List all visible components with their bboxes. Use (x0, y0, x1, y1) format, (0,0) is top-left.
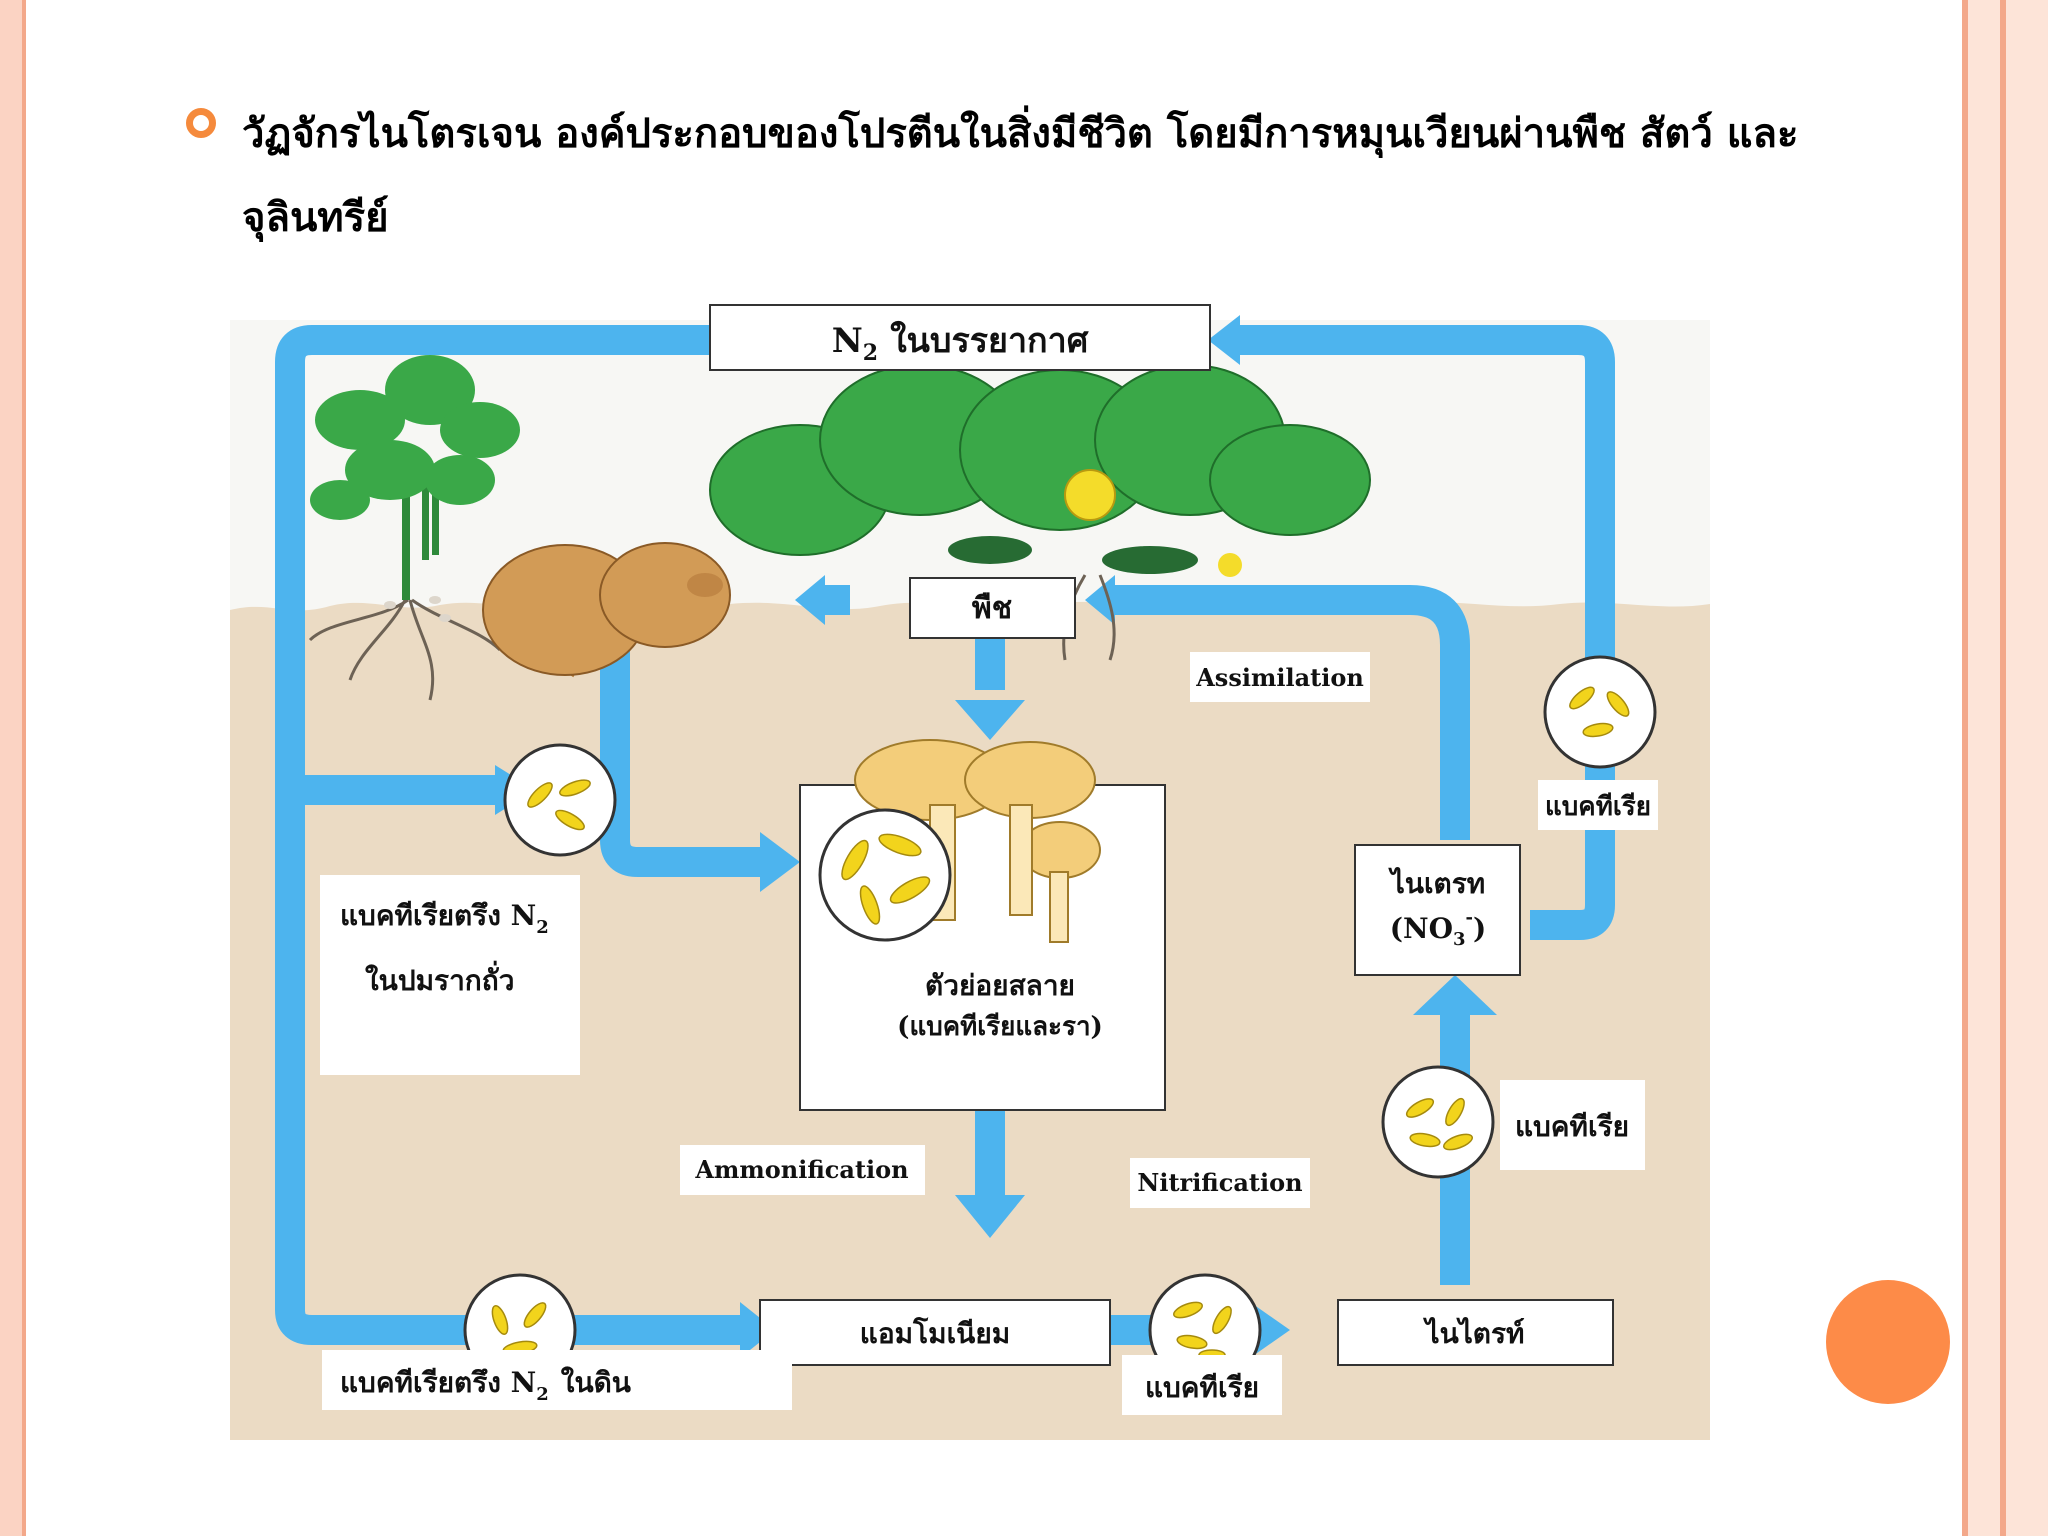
plants-box: พืช (909, 577, 1076, 639)
legume-bacteria-label: แบคทีเรียตรึง N (340, 899, 536, 932)
plants-label: พืช (972, 591, 1012, 626)
nitrification-label-bg (1130, 1158, 1310, 1208)
soil-bacteria-label-bg (322, 1350, 792, 1410)
soil-bacteria-label: แบคทีเรียตรึง N (340, 1366, 536, 1399)
arrow-head-decomposer-top (955, 700, 1025, 740)
nitrite-box: ไนไตรท์ (1337, 1299, 1614, 1366)
bacteria-top-right-bg (1538, 780, 1658, 830)
arrow-head-plants-right (1085, 575, 1115, 625)
legume-bacteria-label-2: ในปมรากถั่ว (365, 960, 514, 997)
soil-bacteria-label-2: ในดิน (561, 1366, 631, 1399)
slide-frame-right-line-2 (2000, 0, 2006, 1536)
nitrite-label: ไนไตรท์ (1423, 1317, 1525, 1350)
bullet-text: วัฏจักรไนโตรเจน องค์ประกอบของโปรตีนในสิ่… (242, 111, 1799, 241)
bacteria-circle-mid-right (1381, 1065, 1495, 1179)
bullet-icon (186, 108, 216, 138)
arrow-head-ammonium-left (740, 1302, 775, 1358)
arrow-head-ammonium (955, 1195, 1025, 1238)
decorative-orange-circle (1826, 1280, 1950, 1404)
assimilation-label: Assimilation (1195, 663, 1364, 692)
ammonification-label-bg (680, 1145, 925, 1195)
legume-bacteria-subscript: 2 (536, 917, 549, 938)
decomposer-label: ตัวย่อยสลาย (925, 969, 1075, 1002)
assimilation-label-bg (1190, 652, 1370, 702)
nitrate-label: ไนเตรท (1388, 867, 1485, 900)
decomposer-sublabel: (แบคทีเรียและรา) (897, 1012, 1103, 1042)
nitrate-subscript: 3 (1453, 929, 1466, 950)
svg-text:แบคทีเรียตรึง N2: แบคทีเรียตรึง N2 (340, 899, 549, 938)
slide-frame-left (0, 0, 22, 1536)
animal-illustration (482, 542, 731, 678)
legume-plant-illustration (308, 355, 520, 701)
arrow-head-nitrite (1250, 1302, 1290, 1358)
atmosphere-box: N2 ในบรรยากาศ (709, 304, 1211, 371)
ammonification-label: Ammonification (694, 1155, 908, 1184)
arrow-head-decomposer-left (760, 832, 800, 892)
atmosphere-n2-subscript: 2 (863, 340, 878, 366)
nitrate-box: ไนเตรท (NO3-) (1354, 844, 1521, 976)
nitrate-close: ) (1473, 912, 1486, 945)
soil-bacteria-subscript: 2 (536, 1384, 549, 1405)
bacteria-mid-right-bg (1500, 1080, 1645, 1170)
nitrate-superscript: - (1466, 907, 1473, 928)
bacteria-circle-top-right (1543, 655, 1657, 769)
nitrification-label: Nitrification (1137, 1168, 1302, 1197)
bacteria-mid-right-label: แบคทีเรีย (1515, 1110, 1629, 1143)
slide-frame-left-line (22, 0, 26, 1536)
bacteria-bottom-label: แบคทีเรีย (1145, 1371, 1259, 1404)
arrow-head-plants-left (795, 575, 825, 625)
nitrate-formula: (NO (1390, 912, 1453, 945)
arrow-head-atmosphere (1208, 315, 1240, 365)
bacteria-circle-legume (503, 743, 617, 857)
ammonium-box: แอมโมเนียม (759, 1299, 1111, 1366)
decomposer-box: ตัวย่อยสลาย (แบคทีเรียและรา) (799, 739, 1166, 1111)
bacteria-top-right-label: แบคทีเรีย (1545, 792, 1651, 822)
arrow-head-nitrate (1413, 975, 1497, 1015)
atmosphere-n2-label: N (832, 321, 863, 361)
ammonium-label: แอมโมเนียม (860, 1316, 1010, 1350)
legume-bacteria-label-bg (320, 875, 580, 1075)
bacteria-bottom-bg (1122, 1355, 1282, 1415)
squash-plant-illustration (709, 364, 1371, 661)
atmosphere-label: ในบรรยากาศ (890, 320, 1089, 361)
svg-text:(NO3-): (NO3-) (1390, 907, 1487, 950)
slide-frame-right-line (1962, 0, 1968, 1536)
